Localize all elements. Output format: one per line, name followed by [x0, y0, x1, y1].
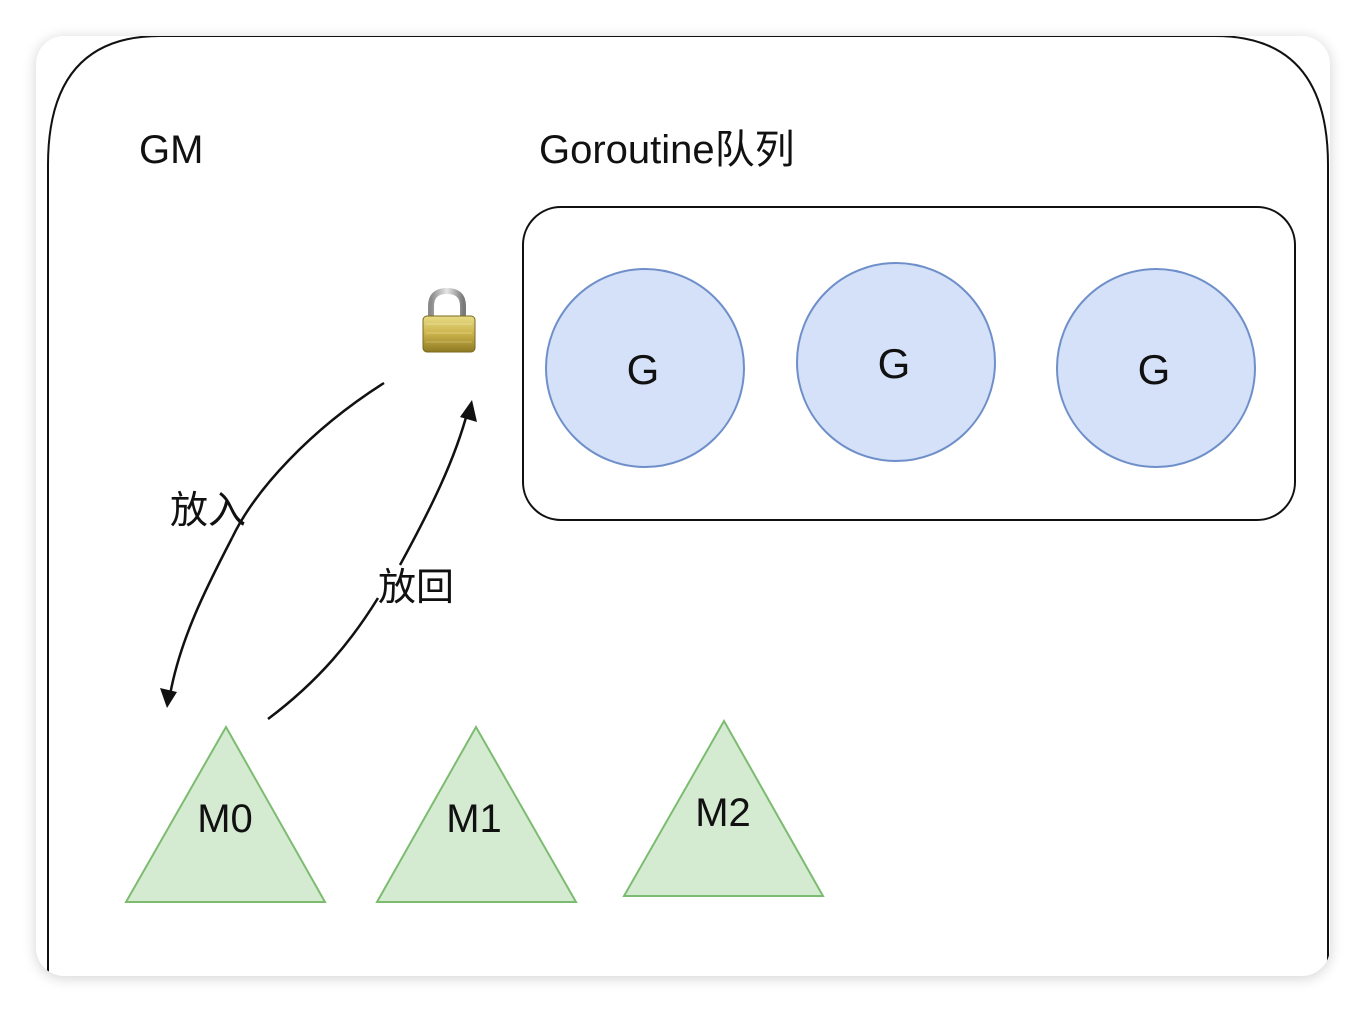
- goroutine-0: G: [545, 268, 745, 468]
- gm-frame: [47, 36, 1329, 976]
- put-in-label: 放入: [170, 490, 246, 532]
- machine-triangle: [375, 724, 578, 903]
- padlock-icon: [422, 287, 476, 353]
- machine-2: M2: [622, 718, 825, 897]
- machine-1: M1: [375, 724, 578, 903]
- put-back-label: 放回: [378, 567, 454, 609]
- goroutine-1: G: [796, 262, 996, 462]
- goroutine-label: G: [627, 346, 660, 393]
- machine-label: M2: [695, 791, 751, 835]
- gm-label: GM: [139, 128, 203, 172]
- goroutine-queue-box: [522, 206, 1296, 521]
- put-in-arrow: [160, 381, 385, 708]
- machine-0: M0: [124, 724, 327, 903]
- diagram-canvas: GM Goroutine队列 G G G: [47, 36, 1329, 976]
- machine-triangle: [124, 724, 327, 903]
- machine-triangle: [622, 718, 825, 897]
- put-back-arrow: [267, 400, 477, 720]
- put-back-arrowhead: [460, 400, 477, 422]
- goroutine-2: G: [1056, 268, 1256, 468]
- machine-label: M1: [446, 797, 502, 841]
- goroutine-circle: [545, 268, 745, 468]
- goroutine-label: G: [878, 340, 911, 387]
- goroutine-label: G: [1138, 346, 1171, 393]
- queue-label: Goroutine队列: [539, 128, 795, 172]
- goroutine-circle: [1056, 268, 1256, 468]
- machine-label: M0: [197, 797, 253, 841]
- put-in-arrowhead: [160, 688, 177, 708]
- diagram-card: GM Goroutine队列 G G G: [36, 36, 1330, 976]
- goroutine-circle: [796, 262, 996, 462]
